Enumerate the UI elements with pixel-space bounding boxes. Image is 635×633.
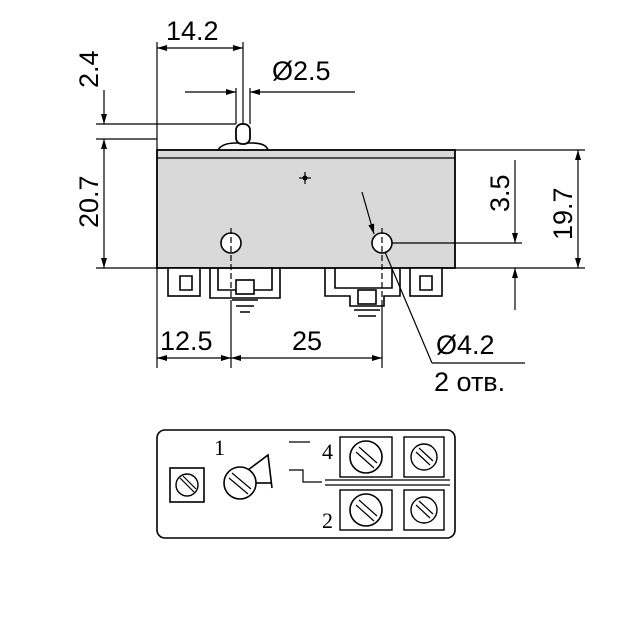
center-mark bbox=[299, 172, 311, 184]
dim-hole-offset: 3.5 bbox=[485, 174, 515, 212]
plunger-pin bbox=[235, 123, 251, 145]
switch-body bbox=[156, 123, 456, 317]
terminal-label-4: 4 bbox=[322, 439, 333, 464]
dim-height-right: 19.7 bbox=[548, 187, 578, 240]
terminal-schematic: 1 4 2 bbox=[156, 429, 456, 539]
dim-diameter-holes: Ø4.2 bbox=[436, 330, 495, 360]
dim-height-top: 2.4 bbox=[74, 50, 104, 88]
terminal-label-1: 1 bbox=[214, 435, 225, 460]
dim-diameter-plunger: Ø2.5 bbox=[272, 56, 331, 86]
dim-height-body: 20.7 bbox=[74, 175, 104, 228]
dim-hole-spacing: 25 bbox=[292, 326, 322, 356]
dim-holes-count: 2 отв. bbox=[434, 367, 505, 397]
terminals bbox=[167, 267, 443, 317]
dim-left-offset: 12.5 bbox=[160, 326, 213, 356]
dim-width-top: 14.2 bbox=[166, 16, 219, 46]
dimension-lines bbox=[96, 42, 585, 368]
mounting-hole-left bbox=[220, 228, 242, 300]
terminal-label-2: 2 bbox=[322, 508, 333, 533]
